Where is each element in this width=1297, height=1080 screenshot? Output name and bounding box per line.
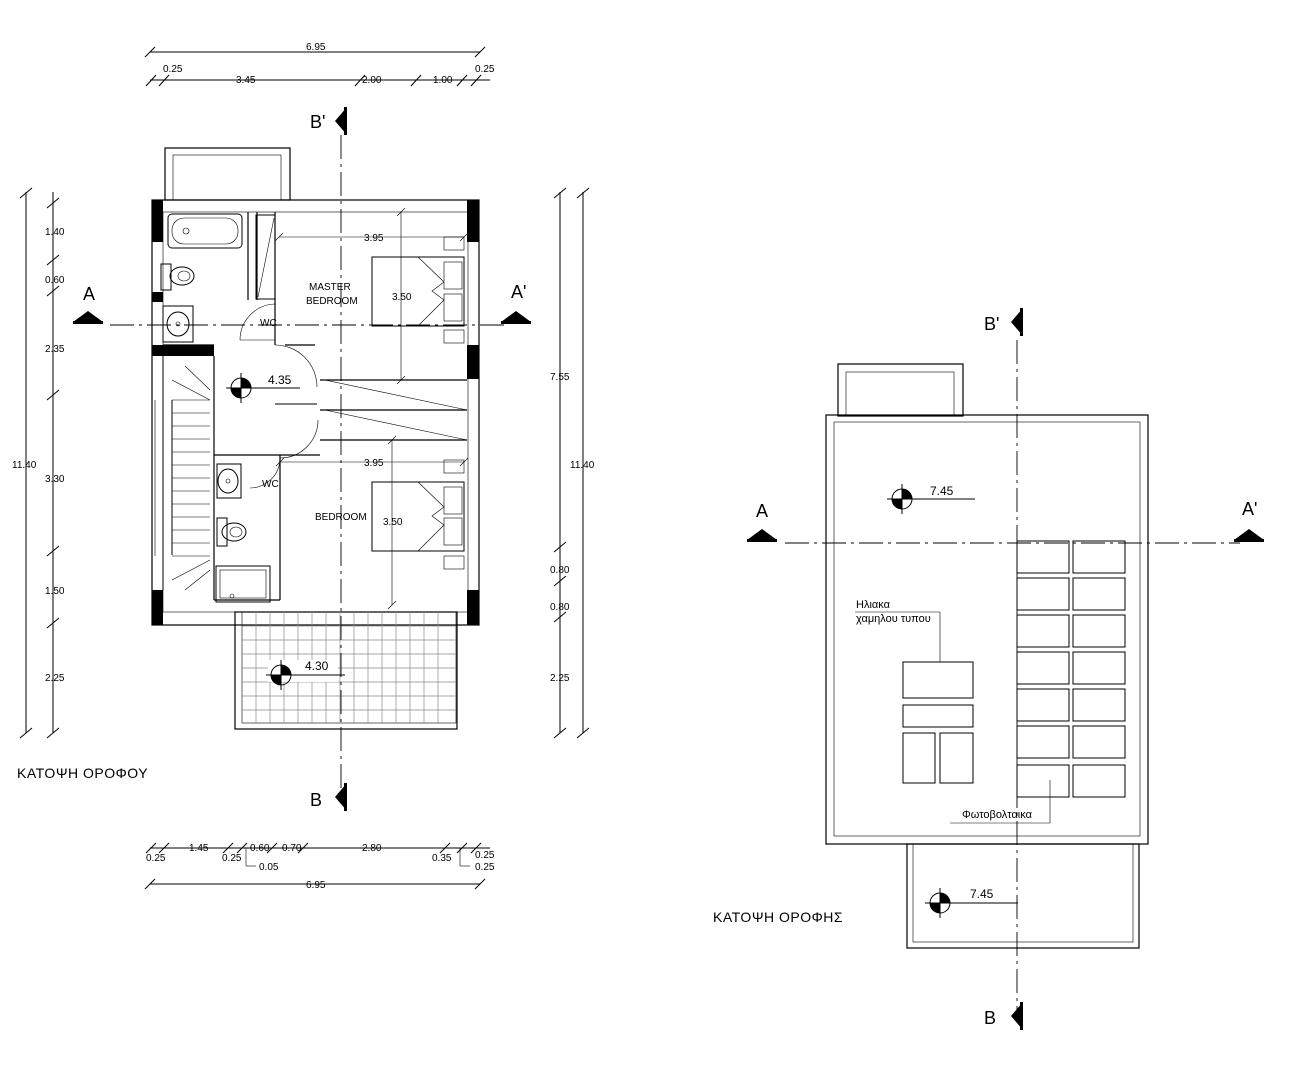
photovoltaic-panels: Φωτοβολταικα <box>950 540 1126 824</box>
photovoltaics-label: Φωτοβολταικα <box>962 809 1033 821</box>
level-marker-lower: 7.45 <box>925 887 1018 918</box>
solar-heater-label-2: χαμηλου τυπου <box>856 613 931 625</box>
dim-bedroom-depth: 3.50 <box>383 517 403 528</box>
top-balcony-rail <box>172 154 282 201</box>
master-bedroom-label-2: BEDROOM <box>306 296 358 307</box>
dim-right-a: 7.55 <box>550 372 570 383</box>
exterior-walls <box>151 199 480 626</box>
dim-top-c: 2.00 <box>362 75 382 86</box>
roof-section-a-label: A <box>756 501 768 521</box>
section-a-label: A <box>83 284 95 304</box>
dim-bottom-b: 0.60 <box>250 843 270 854</box>
dim-left-b: 0.60 <box>45 275 65 286</box>
room-dimensions: 3.95 3.50 3.95 3.50 <box>274 207 469 610</box>
section-b-label: B <box>310 790 322 810</box>
level-roof: 7.45 <box>930 484 954 498</box>
dim-left-d: 3.30 <box>45 474 65 485</box>
roof-outline <box>825 414 1149 845</box>
bathtub <box>167 213 243 249</box>
front-balcony: 4.30 <box>163 611 458 730</box>
bottom-dimensions: 1.45 0.60 0.70 2.80 0.25 0.25 0.05 0.35 … <box>144 842 495 891</box>
dim-right-c: 0.80 <box>550 602 570 613</box>
dim-left-a: 1.40 <box>45 227 65 238</box>
right-dimensions: 7.55 0.80 0.80 2.25 11.40 <box>550 187 595 739</box>
dim-bedroom-width: 3.95 <box>364 458 384 469</box>
toilet-tank <box>160 263 172 291</box>
roof-plan: 7.45 7.45 Ηλιακα χαμηλου τυπου <box>713 308 1264 1030</box>
left-dimensions: 11.40 1.40 0.60 2.35 3.30 1.50 2.25 <box>12 187 65 739</box>
dim-right-d: 2.25 <box>550 673 570 684</box>
staircase <box>154 356 211 591</box>
floor-plan: 6.95 0.25 3.45 2.00 1.00 0.25 11.40 <box>12 42 595 891</box>
solar-heater-label-1: Ηλιακα <box>856 599 891 611</box>
dim-right-total: 11.40 <box>570 460 595 471</box>
level-hall: 4.35 <box>268 373 292 387</box>
dim-left-e: 1.50 <box>45 586 65 597</box>
interior-walls <box>163 212 468 601</box>
dim-bottom-j: 0.25 <box>475 862 495 873</box>
dim-top-e: 0.25 <box>475 64 495 75</box>
dim-bottom-h: 0.35 <box>432 853 452 864</box>
toilet-bowl-2 <box>221 522 247 542</box>
doors <box>239 303 319 489</box>
solar-water-heater: Ηλιακα χαμηλου τυπου <box>855 599 974 784</box>
section-line-b: B' B <box>310 107 347 811</box>
dim-right-b: 0.80 <box>550 565 570 576</box>
dim-bottom-g: 0.05 <box>259 862 279 873</box>
dim-bottom-f: 0.25 <box>222 853 242 864</box>
section-b-prime-label: B' <box>310 112 325 132</box>
top-balcony <box>164 147 291 201</box>
level-lower: 7.45 <box>970 887 994 901</box>
roof-section-b-prime-label: B' <box>984 314 999 334</box>
roof-plan-title: ΚΑΤΟΨΗ ΟΡΟΦΗΣ <box>713 909 843 925</box>
sink-2 <box>216 463 242 499</box>
dim-left-total: 11.40 <box>12 460 37 471</box>
shower <box>255 214 276 300</box>
roof-section-a-prime-label: A' <box>1242 499 1257 519</box>
section-a-prime-label: A' <box>511 282 526 302</box>
dim-master-depth: 3.50 <box>392 292 412 303</box>
floor-plan-title: ΚΑΤΟΨΗ ΟΡΟΦΟΥ <box>17 765 148 781</box>
level-balcony: 4.30 <box>305 659 329 673</box>
dim-bottom-e: 0.25 <box>146 853 166 864</box>
dim-top-b: 3.45 <box>236 75 256 86</box>
roof-section-line-a: A A' <box>747 499 1264 544</box>
level-marker-hall: 4.35 <box>226 373 300 403</box>
toilet-bowl <box>169 266 195 286</box>
dim-master-width: 3.95 <box>364 233 384 244</box>
bathroom-fixtures <box>160 213 276 603</box>
bed-master <box>371 236 465 344</box>
roof-section-line-b: B' B <box>984 308 1023 1030</box>
dim-top-d: 1.00 <box>433 75 453 86</box>
master-bedroom-label-1: MASTER <box>309 282 351 293</box>
wc-label-1: WC <box>260 318 277 329</box>
dim-left-c: 2.35 <box>45 344 65 355</box>
roof-section-b-label: B <box>984 1008 996 1028</box>
dim-bottom-a: 1.45 <box>189 843 209 854</box>
section-line-a: A A' <box>73 282 531 326</box>
sink-1 <box>162 305 194 343</box>
dim-left-f: 2.25 <box>45 673 65 684</box>
dim-bottom-total: 6.95 <box>306 880 326 891</box>
top-dimensions: 6.95 0.25 3.45 2.00 1.00 0.25 <box>144 42 495 87</box>
shower-tray <box>215 565 271 603</box>
toilet-tank-2 <box>216 517 228 547</box>
dim-top-a: 0.25 <box>163 64 183 75</box>
dim-bottom-d: 2.80 <box>362 843 382 854</box>
bed-second <box>371 459 465 570</box>
wall-columns <box>152 200 479 625</box>
dim-bottom-c: 0.70 <box>282 843 302 854</box>
level-marker-roof: 7.45 <box>887 484 975 514</box>
wc-label-2: WC <box>262 479 279 490</box>
dim-bottom-i: 0.25 <box>475 850 495 861</box>
dim-top-total: 6.95 <box>306 42 326 53</box>
